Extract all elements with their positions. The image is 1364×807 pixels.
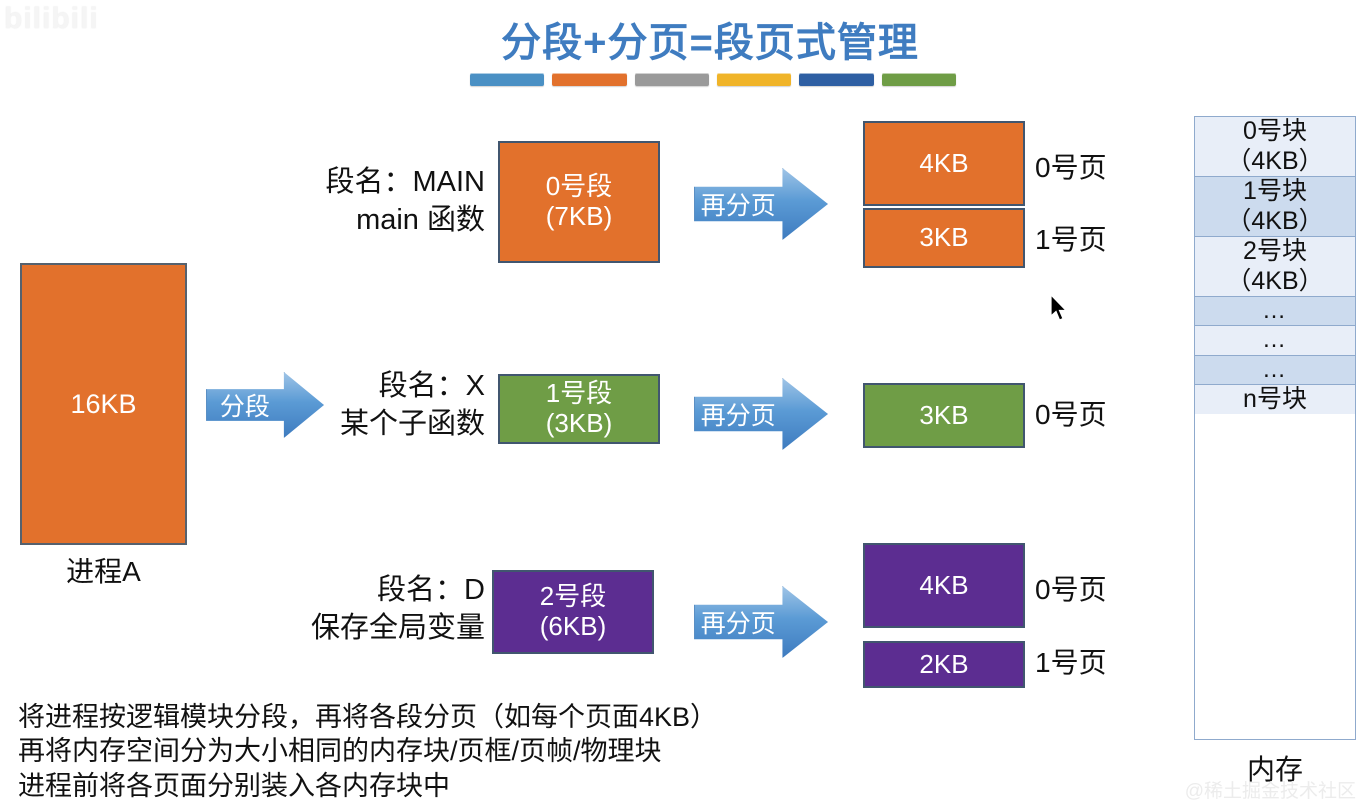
title-bar-5 bbox=[799, 73, 874, 86]
segment-0-desc-line2: main 函数 bbox=[356, 204, 485, 237]
memory-cell-0: 0号块 （4KB） bbox=[1195, 117, 1355, 177]
segmentation-arrow-label: 分段 bbox=[219, 393, 270, 421]
segment-2-page-1-box: 2KB bbox=[863, 641, 1025, 688]
segment-1-page-0-box: 3KB bbox=[863, 383, 1025, 448]
juejin-watermark: @稀土掘金技术社区 bbox=[1184, 781, 1356, 802]
segment-0-page-1-size: 3KB bbox=[919, 222, 969, 253]
segment-0-desc-line1: 段名：MAIN bbox=[325, 166, 485, 198]
segment-0-description: 段名：MAIN main 函数 bbox=[180, 163, 485, 240]
segment-0-page-0-label: 0号页 bbox=[1035, 152, 1107, 183]
segment-0-page-1-label: 1号页 bbox=[1035, 224, 1107, 255]
paging-arrow-1-label: 再分页 bbox=[700, 402, 776, 430]
segment-2-desc-line1: 段名：D bbox=[377, 574, 485, 606]
description-line-1: 将进程按逻辑模块分段，再将各段分页（如每个页面4KB） bbox=[18, 702, 718, 732]
memory-cell-0-line2: （4KB） bbox=[1226, 146, 1324, 175]
segment-0-box: 0号段 (7KB) bbox=[498, 141, 660, 263]
memory-cell-3-line1: … bbox=[1262, 297, 1288, 324]
segment-2-box: 2号段 (6KB) bbox=[492, 570, 654, 654]
segment-0-page-0-box: 4KB bbox=[863, 121, 1025, 206]
segment-1-page-0-size: 3KB bbox=[919, 399, 969, 430]
segmentation-arrow: 分段 bbox=[206, 372, 324, 438]
paging-arrow-0-label: 再分页 bbox=[700, 192, 776, 220]
description-text: 将进程按逻辑模块分段，再将各段分页（如每个页面4KB） 再将内存空间分为大小相同… bbox=[18, 700, 717, 803]
mouse-cursor-icon bbox=[1050, 295, 1068, 321]
paging-arrow-2-label: 再分页 bbox=[700, 610, 776, 638]
process-caption: 进程A bbox=[66, 556, 141, 587]
segment-2-description: 段名：D 保存全局变量 bbox=[170, 571, 485, 648]
description-line-2: 再将内存空间分为大小相同的内存块/页框/页帧/物理块 bbox=[18, 736, 662, 767]
segment-0-box-line1: 0号段 bbox=[545, 171, 613, 202]
segment-0-page-1-box: 3KB bbox=[863, 208, 1025, 268]
title-bar-2 bbox=[552, 73, 627, 86]
process-block: 16KB bbox=[20, 263, 187, 545]
segment-0-box-line2: (7KB) bbox=[545, 201, 613, 231]
title-bar-6 bbox=[881, 73, 956, 86]
segment-1-desc-line2: 某个子函数 bbox=[339, 408, 485, 441]
memory-cell-4: … bbox=[1195, 326, 1355, 356]
memory-cell-1-line2: （4KB） bbox=[1226, 206, 1324, 235]
segment-1-page-0-label: 0号页 bbox=[1035, 399, 1107, 430]
memory-cell-2: 2号块 （4KB） bbox=[1195, 237, 1355, 297]
memory-cell-6-line1: n号块 bbox=[1243, 384, 1307, 413]
memory-cell-0-line1: 0号块 bbox=[1243, 117, 1307, 145]
paging-arrow-2: 再分页 bbox=[694, 586, 828, 658]
description-line-3: 进程前将各页面分别装入各内存块中 bbox=[18, 770, 450, 801]
segment-2-page-1-size: 2KB bbox=[919, 648, 969, 679]
title-bar-3 bbox=[634, 73, 709, 86]
page-title: 分段+分页=段页式管理 bbox=[501, 21, 919, 65]
segment-2-box-line2: (6KB) bbox=[539, 611, 607, 641]
paging-arrow-1: 再分页 bbox=[694, 378, 828, 450]
paging-arrow-0: 再分页 bbox=[694, 168, 828, 240]
segment-0-page-0-size: 4KB bbox=[919, 147, 969, 178]
segment-2-box-line1: 2号段 bbox=[539, 581, 607, 612]
segment-2-page-0-label: 0号页 bbox=[1035, 574, 1107, 605]
memory-cell-4-line1: … bbox=[1262, 326, 1288, 354]
memory-cell-1: 1号块 （4KB） bbox=[1195, 177, 1355, 237]
memory-cell-5-line1: … bbox=[1262, 355, 1288, 383]
memory-caption: 内存 bbox=[1246, 754, 1303, 785]
segment-1-desc-line1: 段名：X bbox=[378, 370, 485, 402]
memory-cell-2-line2: （4KB） bbox=[1226, 266, 1324, 295]
memory-cell-2-line1: 2号块 bbox=[1243, 237, 1307, 265]
title-decoration-bars bbox=[470, 73, 956, 86]
segment-2-page-0-size: 4KB bbox=[919, 569, 969, 600]
segment-2-page-1-label: 1号页 bbox=[1035, 647, 1107, 678]
title-bar-1 bbox=[470, 73, 545, 86]
segment-2-desc-line2: 保存全局变量 bbox=[310, 612, 485, 645]
memory-cell-3: … bbox=[1195, 297, 1355, 327]
memory-cell-6: n号块 bbox=[1195, 384, 1355, 415]
segment-1-box-line2: (3KB) bbox=[545, 408, 613, 438]
title-bar-4 bbox=[716, 73, 792, 86]
memory-cell-5: … bbox=[1195, 355, 1355, 385]
bilibili-watermark: bilibili bbox=[4, 2, 99, 35]
process-size-label: 16KB bbox=[70, 388, 137, 419]
segment-1-box: 1号段 (3KB) bbox=[498, 374, 660, 444]
segment-1-box-line1: 1号段 bbox=[545, 378, 613, 409]
memory-column: 0号块 （4KB） 1号块 （4KB） 2号块 （4KB） … … … n号块 bbox=[1194, 116, 1356, 740]
segment-1-description: 段名：X 某个子函数 bbox=[180, 367, 485, 444]
segment-2-page-0-box: 4KB bbox=[863, 543, 1025, 628]
memory-cell-1-line1: 1号块 bbox=[1243, 177, 1307, 205]
